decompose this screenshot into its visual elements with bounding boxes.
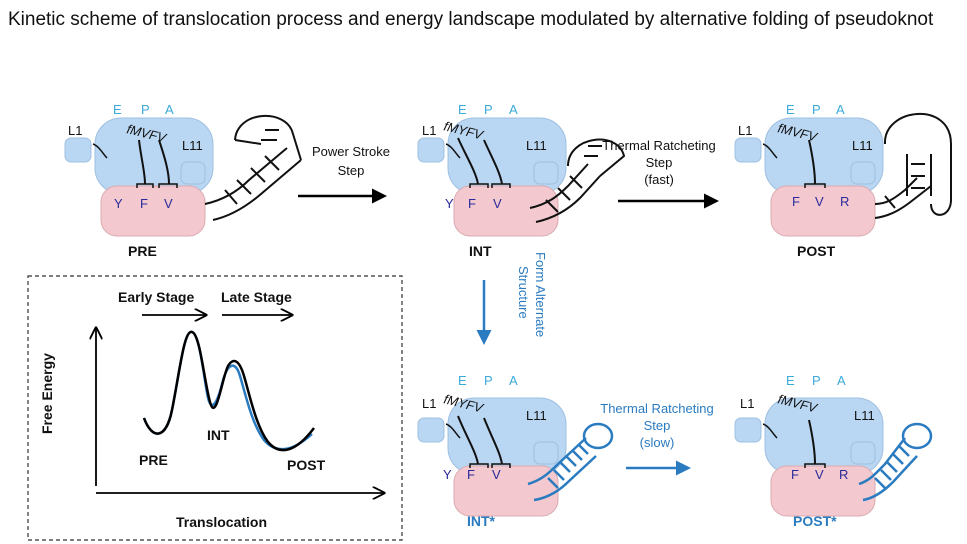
site-label-e: E	[786, 373, 795, 388]
ribosome-pre	[64, 114, 302, 237]
codon-int-alt-1: Y	[443, 467, 452, 482]
l11-label: L11	[526, 138, 547, 153]
site-label-a: A	[509, 373, 518, 388]
mrna-pseudoknot	[204, 114, 302, 221]
codon-pre-1: Y	[114, 196, 123, 211]
codon-post-2: V	[815, 194, 824, 209]
site-label-p: P	[812, 102, 821, 117]
form-alternate-label-line2: Structure	[516, 266, 531, 319]
ribosome-int-alt	[417, 397, 614, 517]
mrna-hairpin	[527, 422, 614, 502]
codon-post-alt-1: F	[791, 467, 799, 482]
codon-brackets	[457, 137, 511, 188]
site-label-e: E	[786, 102, 795, 117]
late-stage-label: Late Stage	[221, 289, 292, 305]
mrna-pseudoknot	[874, 112, 952, 219]
codon-post-3: R	[840, 194, 849, 209]
codon-int-2: F	[468, 196, 476, 211]
codon-post-alt-2: V	[815, 467, 824, 482]
l11-label: L11	[854, 408, 875, 423]
l11-label: L11	[182, 138, 203, 153]
energy-label-pre: PRE	[139, 452, 168, 468]
state-label-pre: PRE	[128, 243, 157, 259]
site-label-p: P	[812, 373, 821, 388]
site-label-e: E	[458, 373, 467, 388]
early-stage-label: Early Stage	[118, 289, 194, 305]
site-label-e: E	[113, 102, 122, 117]
thermal-fast-label-line3: (fast)	[644, 172, 674, 187]
state-label-post: POST	[797, 243, 836, 259]
energy-landscape-panel: Early Stage Late Stage Free Energy Trans…	[27, 275, 403, 541]
codon-post-1: F	[792, 194, 800, 209]
codon-brackets	[136, 139, 178, 188]
l1-label: L1	[738, 123, 752, 138]
codon-brackets	[804, 419, 826, 468]
ribosome-post	[734, 112, 952, 237]
state-label-int: INT	[469, 243, 492, 259]
l1-label: L1	[422, 123, 436, 138]
codon-brackets	[804, 139, 826, 188]
codon-int-alt-3: V	[492, 467, 501, 482]
site-label-a: A	[837, 373, 846, 388]
site-label-a: A	[509, 102, 518, 117]
site-label-p: P	[484, 102, 493, 117]
ribosome-post-alt	[734, 397, 933, 517]
site-label-p: P	[141, 102, 150, 117]
power-stroke-label-line2: Step	[338, 163, 365, 178]
thermal-slow-label-line1: Thermal Ratcheting	[600, 401, 713, 416]
energy-label-int: INT	[207, 427, 230, 443]
l11-label: L11	[852, 138, 873, 153]
l1-label: L1	[68, 123, 82, 138]
state-label-int-alt: INT*	[467, 513, 496, 529]
codon-pre-3: V	[164, 196, 173, 211]
codon-int-3: V	[493, 196, 502, 211]
l1-label: L1	[422, 396, 436, 411]
mrna-pseudoknot	[529, 138, 626, 223]
codon-post-alt-3: R	[839, 467, 848, 482]
codon-int-1: Y	[445, 196, 454, 211]
form-alternate-label-line1: Form Alternate	[533, 252, 548, 337]
state-label-post-alt: POST*	[793, 513, 837, 529]
y-axis-label: Free Energy	[39, 353, 55, 434]
codon-pre-2: F	[140, 196, 148, 211]
l11-label: L11	[526, 408, 547, 423]
energy-label-post: POST	[287, 457, 326, 473]
power-stroke-label-line1: Power Stroke	[312, 144, 390, 159]
codon-int-alt-2: F	[467, 467, 475, 482]
panel-border	[27, 275, 403, 541]
site-label-p: P	[484, 373, 493, 388]
thermal-fast-label-line2: Step	[646, 155, 673, 170]
codon-brackets	[457, 415, 511, 468]
site-label-a: A	[836, 102, 845, 117]
site-label-a: A	[165, 102, 174, 117]
energy-curve-main	[142, 330, 315, 452]
thermal-slow-label-line2: Step	[644, 418, 671, 433]
thermal-slow-label-line3: (slow)	[640, 435, 675, 450]
figure-title: Kinetic scheme of translocation process …	[8, 9, 934, 30]
mrna-hairpin	[858, 422, 933, 502]
thermal-fast-label-line1: Thermal Ratcheting	[602, 138, 715, 153]
x-axis-label: Translocation	[176, 514, 267, 530]
site-label-e: E	[458, 102, 467, 117]
l1-label: L1	[740, 396, 754, 411]
ribosome-int	[417, 117, 626, 237]
